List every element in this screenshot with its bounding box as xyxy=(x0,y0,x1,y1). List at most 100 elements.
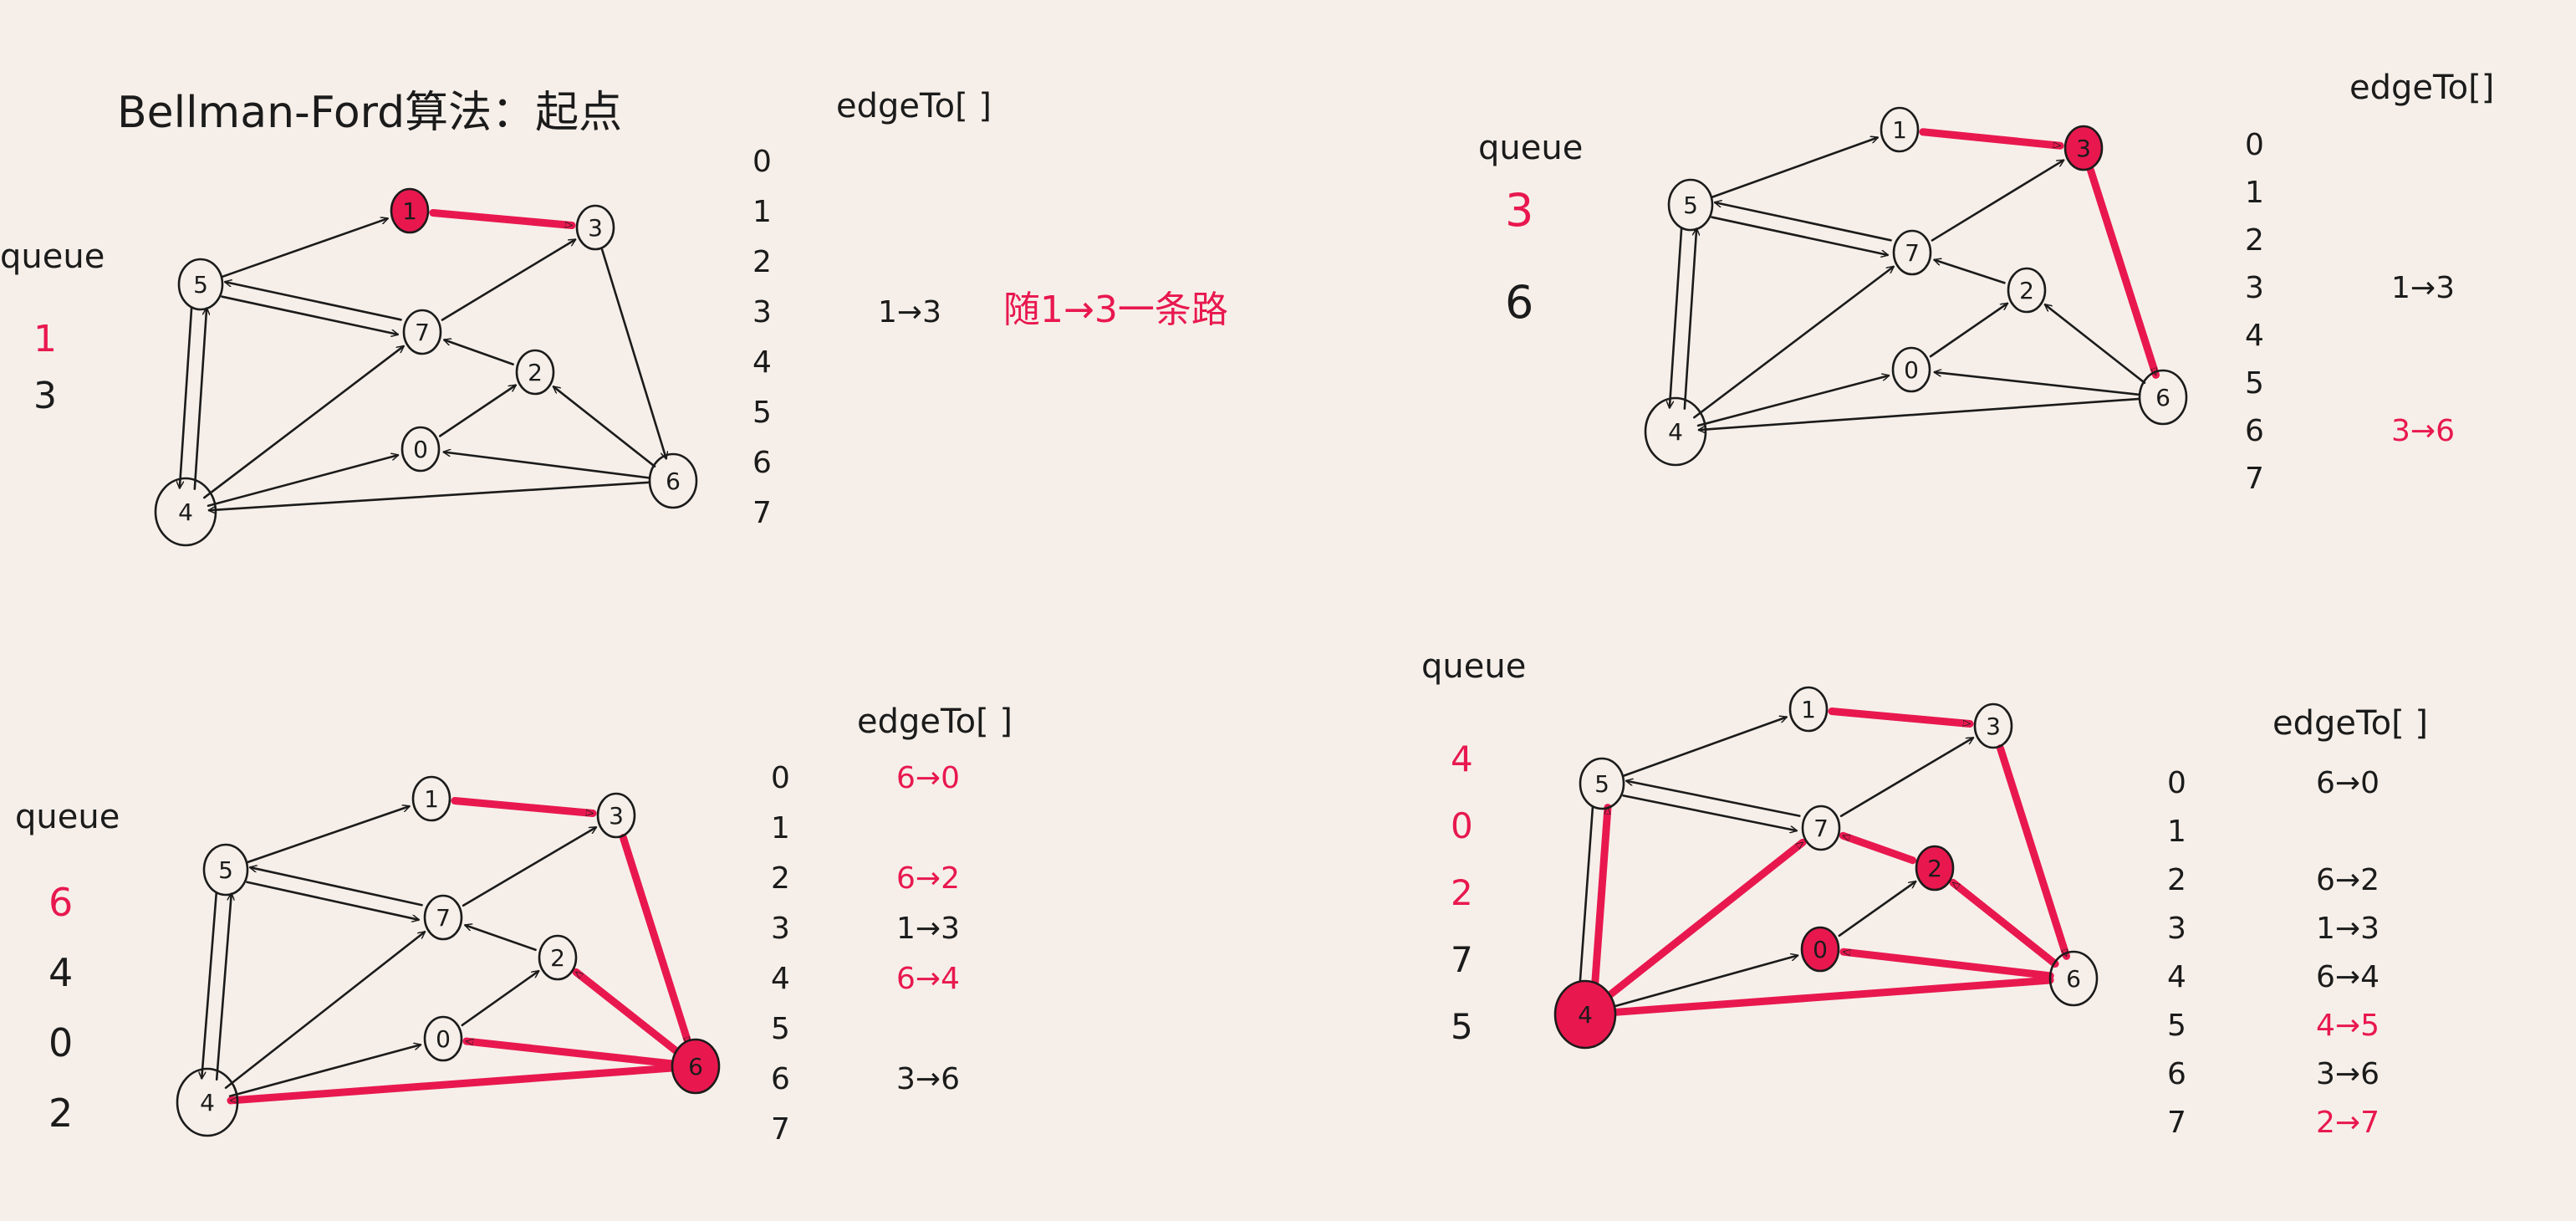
edge-0-to-2 xyxy=(1838,881,1915,937)
node-1 xyxy=(411,775,451,822)
node-2 xyxy=(515,349,555,396)
node-label-7: 7 xyxy=(436,904,451,932)
edge-4-to-5 xyxy=(1590,804,1612,996)
node-label-4: 4 xyxy=(200,1089,215,1116)
index-label: 0 xyxy=(752,145,772,179)
queue-label: queue xyxy=(0,238,105,276)
path-note: 随1→3一条路 xyxy=(1003,289,1228,331)
edge-1-to-3 xyxy=(451,797,597,817)
index-label: 0 xyxy=(2167,766,2186,800)
node-6 xyxy=(2048,950,2099,1007)
edgeto-entry: 2→7 xyxy=(2316,1106,2380,1140)
index-label: 4 xyxy=(2167,960,2186,994)
edge-4-to-0 xyxy=(207,455,398,508)
node-label-0: 0 xyxy=(413,436,428,463)
edgeto-entry: 1→3 xyxy=(896,912,960,946)
edge-5-to-4 xyxy=(1579,805,1594,992)
edgeto-header: edgeTo[ ] xyxy=(2272,704,2428,743)
index-label: 1 xyxy=(2245,176,2264,210)
node-4 xyxy=(154,477,217,547)
edgeto-header: edgeTo[ ] xyxy=(857,702,1013,741)
edgeto-entry: 6→2 xyxy=(896,861,960,896)
node-label-3: 3 xyxy=(588,214,603,242)
index-label: 7 xyxy=(2167,1106,2186,1140)
edge-5-to-1 xyxy=(1711,137,1877,198)
index-label: 5 xyxy=(2167,1009,2186,1043)
edge-2-to-7 xyxy=(1935,260,2006,284)
edgeto-entry: 1→3 xyxy=(2391,271,2455,305)
node-4 xyxy=(176,1067,239,1137)
index-label: 3 xyxy=(771,912,790,946)
node-label-2: 2 xyxy=(550,944,565,972)
edgeto-entry: 3→6 xyxy=(896,1062,960,1096)
edge-1-to-3 xyxy=(1919,128,2064,150)
queue-item: 2 xyxy=(48,1091,73,1136)
node-7 xyxy=(402,309,442,355)
edge-4-to-0 xyxy=(1606,955,1798,1009)
panels: 0 1 2 3 4 5 6 7 queue 1 3 edgeTo[ ] 0 1 2 3 4 5 6 7 1→3 随1→3一… xyxy=(0,69,2494,1147)
node-label-6: 6 xyxy=(666,467,681,495)
edge-5-to-1 xyxy=(222,218,387,278)
edge-5-to-7 xyxy=(1711,216,1887,255)
index-label: 0 xyxy=(2245,128,2264,162)
edge-6-to-4 xyxy=(227,1064,676,1105)
edge-5-to-1 xyxy=(1623,717,1786,777)
edge-7-to-3 xyxy=(441,238,575,321)
queue-item: 3 xyxy=(33,375,57,417)
node-6 xyxy=(671,1038,721,1095)
edge-5-to-4 xyxy=(201,891,218,1080)
edge-6-to-4 xyxy=(1604,976,2054,1017)
index-label: 5 xyxy=(2245,366,2264,401)
edge-6-to-4 xyxy=(1697,397,2141,430)
node-label-2: 2 xyxy=(528,359,543,386)
edge-4-to-7 xyxy=(224,932,425,1090)
queue-item: 0 xyxy=(48,1020,73,1065)
node-2 xyxy=(2007,267,2047,314)
queue-item: 6 xyxy=(1505,276,1533,329)
node-6 xyxy=(2138,369,2188,426)
node-2 xyxy=(538,934,578,981)
edge-1-to-3 xyxy=(429,209,576,229)
edge-6-to-2 xyxy=(1949,878,2059,968)
node-label-2: 2 xyxy=(2019,277,2034,304)
edge-7-to-5 xyxy=(225,282,402,321)
node-label-1: 1 xyxy=(1892,116,1907,144)
edge-7-to-3 xyxy=(1839,736,1973,818)
node-label-1: 1 xyxy=(1801,696,1816,723)
edgeto-entry: 1→3 xyxy=(878,295,941,330)
edge-5-to-7 xyxy=(221,295,397,335)
node-label-0: 0 xyxy=(1904,356,1919,384)
edgeto-entry: 6→0 xyxy=(896,761,960,795)
node-label-7: 7 xyxy=(415,319,430,346)
queue-label: queue xyxy=(15,798,120,836)
edge-7-to-5 xyxy=(1715,202,1892,242)
edge-4-to-5 xyxy=(1683,227,1696,410)
index-label: 6 xyxy=(2245,414,2264,448)
edgeto-entry: 6→0 xyxy=(2316,766,2380,800)
index-label: 1 xyxy=(752,195,772,229)
node-0 xyxy=(1891,346,1931,393)
edge-6-to-0 xyxy=(462,1037,676,1068)
node-label-7: 7 xyxy=(1905,239,1920,267)
edge-2-to-7 xyxy=(465,925,537,952)
queue-item: 4 xyxy=(48,950,73,995)
edge-6-to-0 xyxy=(444,452,651,479)
node-3 xyxy=(2063,125,2104,171)
index-label: 4 xyxy=(2245,319,2264,353)
node-0 xyxy=(400,426,441,473)
node-3 xyxy=(575,204,615,251)
index-label: 1 xyxy=(2167,815,2186,849)
index-label: 6 xyxy=(752,446,772,480)
edge-4-to-7 xyxy=(1599,838,1807,1004)
index-label: 2 xyxy=(2167,863,2186,897)
node-3 xyxy=(596,792,636,839)
queue-item: 7 xyxy=(1451,939,1473,980)
edge-4-to-7 xyxy=(202,346,403,499)
index-label: 2 xyxy=(771,861,790,896)
edge-0-to-2 xyxy=(438,386,516,437)
edge-5-to-4 xyxy=(1670,227,1683,409)
edge-3-to-6 xyxy=(1996,744,2071,960)
edgeto-entry: 4→5 xyxy=(2316,1009,2380,1043)
